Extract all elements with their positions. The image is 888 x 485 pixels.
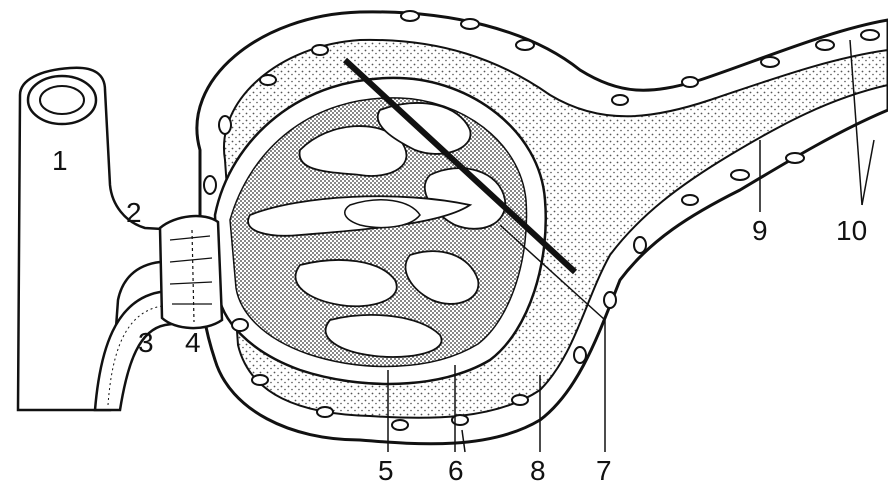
label-7: 7 bbox=[596, 455, 612, 485]
label-5: 5 bbox=[378, 455, 394, 485]
vascular-pole-cuff bbox=[160, 216, 222, 328]
label-9: 9 bbox=[752, 215, 768, 246]
label-4: 4 bbox=[185, 327, 201, 358]
label-2: 2 bbox=[126, 197, 142, 228]
label-3: 3 bbox=[138, 327, 154, 358]
label-6: 6 bbox=[448, 455, 464, 485]
vessel-large bbox=[18, 68, 182, 410]
label-8: 8 bbox=[530, 455, 546, 485]
label-10: 10 bbox=[836, 215, 867, 246]
label-1: 1 bbox=[52, 145, 68, 176]
